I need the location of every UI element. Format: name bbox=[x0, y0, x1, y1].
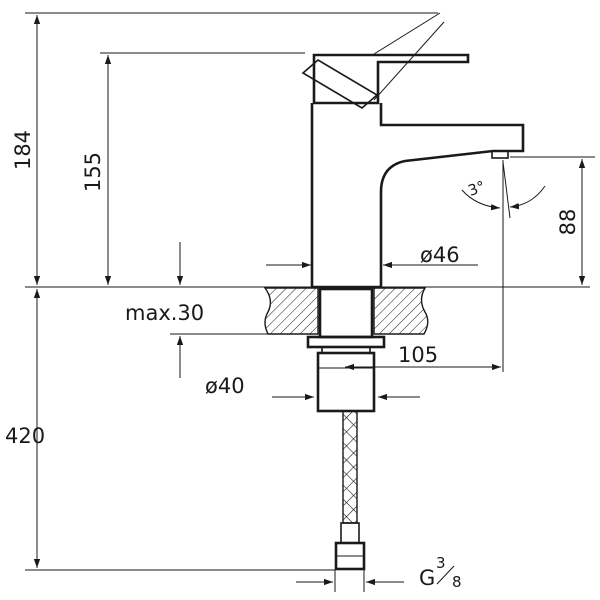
label-d40: ø40 bbox=[205, 374, 245, 398]
label-g38-denominator: 8 bbox=[452, 573, 462, 591]
angle-arc-left bbox=[461, 189, 501, 211]
under-deck-assembly bbox=[306, 287, 386, 571]
lever-handle bbox=[312, 53, 470, 105]
braided-hose bbox=[342, 410, 358, 524]
label-155: 155 bbox=[81, 152, 105, 192]
faucet-body bbox=[301, 12, 525, 289]
label-g38-numerator: 3 bbox=[436, 554, 446, 572]
deck-right-hatch bbox=[373, 287, 429, 335]
label-g38: G 3 8 bbox=[419, 554, 462, 591]
spout-angle-line bbox=[502, 161, 511, 219]
extension-lines bbox=[25, 12, 595, 592]
dimension-lines bbox=[33, 15, 586, 586]
label-88: 88 bbox=[556, 209, 580, 236]
dimension-labels: 184 155 88 ø46 max.30 105 ø40 420 3° G 3… bbox=[5, 130, 580, 591]
label-max30: max.30 bbox=[125, 301, 204, 325]
lever-raised-top bbox=[373, 12, 441, 55]
label-g38-fraction-bar bbox=[436, 565, 455, 585]
angle-arc-right bbox=[509, 185, 546, 210]
fixing-nut bbox=[316, 351, 376, 413]
deck-section bbox=[263, 287, 429, 335]
shank bbox=[318, 287, 374, 339]
label-105: 105 bbox=[398, 343, 438, 367]
body-and-spout bbox=[310, 103, 525, 289]
label-g38-prefix: G bbox=[419, 566, 435, 590]
lever-raised-position bbox=[301, 12, 445, 109]
label-184: 184 bbox=[11, 130, 35, 170]
deck-left-hatch bbox=[263, 287, 319, 335]
label-d46: ø46 bbox=[420, 243, 460, 267]
label-420: 420 bbox=[5, 424, 45, 448]
washer bbox=[306, 335, 386, 349]
aerator bbox=[491, 150, 509, 159]
hose-ferrule bbox=[340, 522, 360, 544]
label-3deg: 3° bbox=[466, 177, 488, 200]
